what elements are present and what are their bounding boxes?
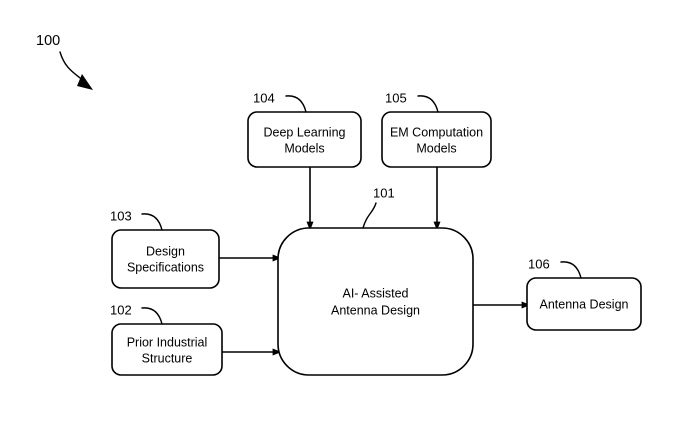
central-process-box[interactable] — [277, 227, 474, 376]
design-specifications-label-line1: Design — [146, 244, 185, 258]
ref-106-leader-line — [560, 261, 582, 279]
deep-learning-label-line2: Models — [284, 141, 324, 155]
prior-industrial-structure-label-line1: Prior Industrial — [127, 335, 208, 349]
ref-103-leader-line — [141, 213, 163, 231]
ref-number-102: 102 — [110, 302, 132, 317]
node-ai-assisted-antenna-design[interactable]: AI- Assisted Antenna Design — [277, 227, 474, 376]
node-design-specifications[interactable]: Design Specifications — [111, 229, 220, 289]
ref-102-leader-line — [141, 307, 163, 325]
design-specifications-label-line2: Specifications — [127, 260, 204, 274]
figure-number: 100 — [36, 33, 60, 49]
prior-industrial-structure-box[interactable] — [111, 323, 223, 376]
ref-number-105: 105 — [385, 90, 407, 105]
deep-learning-box[interactable] — [247, 111, 362, 168]
ref-105-leader-line — [417, 95, 439, 113]
ref-number-104: 104 — [253, 90, 275, 105]
deep-learning-label-line1: Deep Learning — [263, 125, 345, 139]
em-computation-label-line2: Models — [416, 141, 456, 155]
node-em-computation-models[interactable]: EM Computation Models — [381, 111, 492, 168]
node-deep-learning-models[interactable]: Deep Learning Models — [247, 111, 362, 168]
ref-101-leader-line — [362, 202, 377, 229]
ref-number-106: 106 — [528, 256, 550, 271]
design-specifications-box[interactable] — [111, 229, 220, 289]
em-computation-label-line1: EM Computation — [390, 125, 483, 139]
antenna-design-box[interactable] — [526, 277, 642, 331]
antenna-design-label-line1: Antenna Design — [540, 297, 629, 311]
central-process-label-line1: AI- Assisted — [343, 286, 409, 300]
prior-industrial-structure-label-line2: Structure — [142, 351, 193, 365]
ref-number-101: 101 — [373, 185, 395, 200]
figure-leader-arrowhead — [77, 74, 93, 90]
node-antenna-design-output[interactable]: Antenna Design — [526, 277, 642, 331]
central-process-label-line2: Antenna Design — [331, 303, 420, 317]
em-computation-box[interactable] — [381, 111, 492, 168]
ref-number-103: 103 — [110, 208, 132, 223]
node-prior-industrial-structure[interactable]: Prior Industrial Structure — [111, 323, 223, 376]
ref-104-leader-line — [285, 95, 307, 113]
